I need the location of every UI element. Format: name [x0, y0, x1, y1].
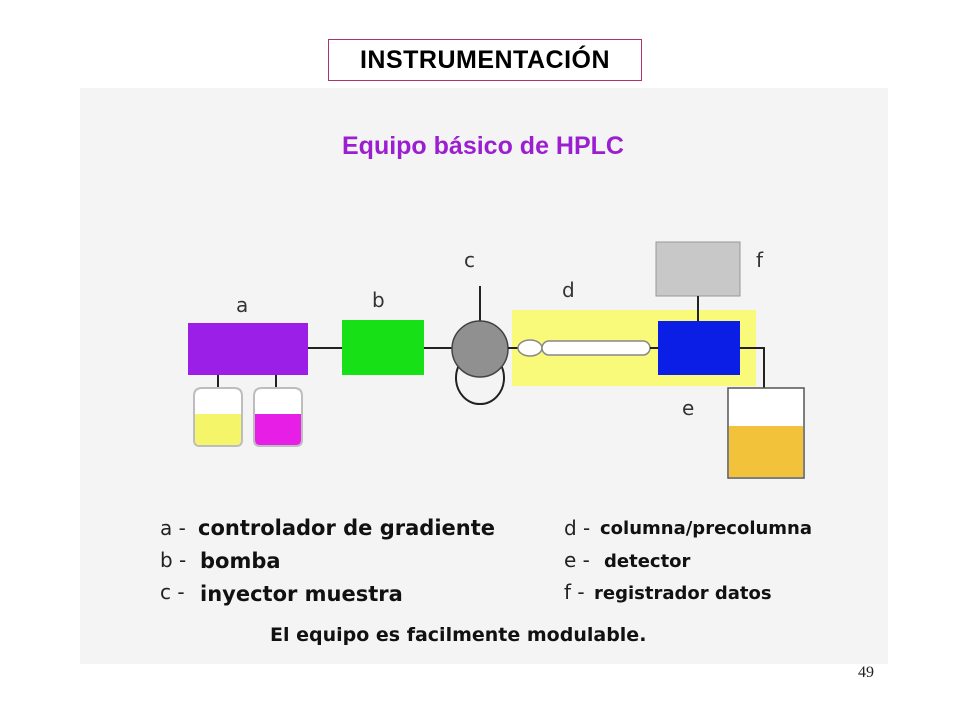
- legend-text-b: bomba: [200, 549, 281, 573]
- solvent-2-fill: [255, 414, 301, 445]
- label-c: c: [464, 248, 475, 272]
- label-a: a: [236, 293, 249, 317]
- legend-text-e: detector: [604, 551, 691, 572]
- page-number: 49: [858, 664, 874, 681]
- legend-text-c: inyector muestra: [200, 582, 403, 606]
- legend-letter-e: e -: [564, 548, 590, 572]
- hplc-schematic: [188, 241, 805, 479]
- waste-tube: [740, 347, 765, 388]
- injector-valve: [451, 320, 509, 378]
- waste-fill: [729, 426, 803, 477]
- hplc-diagram-panel: Equipo básico de HPLC: [80, 88, 888, 664]
- legend-text-d: columna/precolumna: [600, 518, 813, 539]
- detector: [658, 321, 740, 375]
- legend-letter-a: a -: [160, 516, 186, 540]
- label-b: b: [372, 288, 385, 312]
- data-recorder: [655, 241, 741, 297]
- label-e: e: [682, 396, 695, 420]
- legend-letter-d: d -: [564, 516, 591, 540]
- precolumn: [517, 339, 543, 357]
- legend-text-f: registrador datos: [594, 583, 772, 604]
- pump: [342, 320, 424, 375]
- label-d: d: [562, 278, 575, 302]
- label-f: f: [756, 248, 764, 272]
- solvent-1-fill: [195, 414, 241, 445]
- column: [541, 340, 651, 356]
- legend-text-a: controlador de gradiente: [198, 516, 495, 540]
- legend-letter-c: c -: [160, 580, 185, 604]
- gradient-controller: [188, 323, 308, 375]
- legend-letter-b: b -: [160, 548, 187, 572]
- footnote: El equipo es facilmente modulable.: [270, 624, 647, 646]
- diagram-title: Equipo básico de HPLC: [342, 132, 624, 160]
- legend-letter-f: f -: [564, 580, 585, 604]
- slide-title: INSTRUMENTACIÓN: [328, 39, 642, 81]
